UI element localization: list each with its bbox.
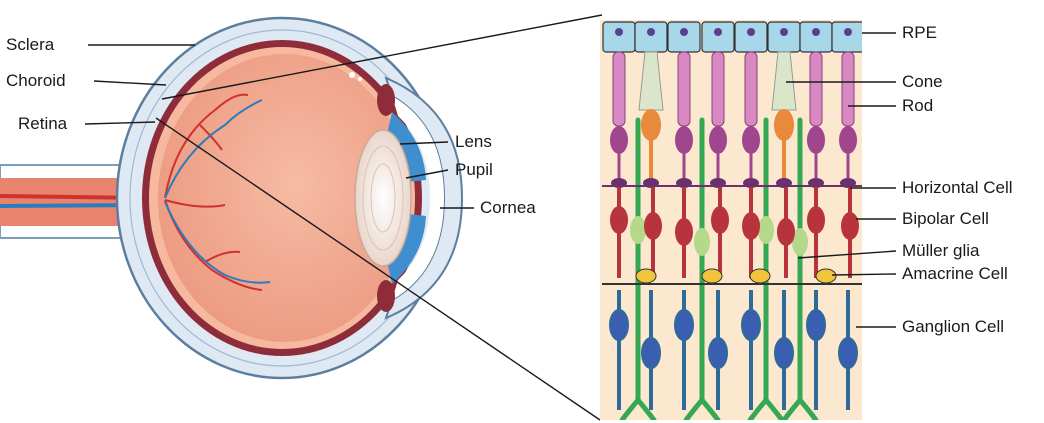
rpe-cell — [635, 22, 667, 52]
rpe-nucleus — [780, 28, 788, 36]
rpe-cell — [800, 22, 832, 52]
bipolar-cell-body — [711, 206, 729, 234]
ganglion-cell-body — [709, 338, 727, 368]
bipolar-cell-body — [777, 218, 795, 246]
ciliary-body-bottom — [377, 280, 395, 312]
label-pupil: Pupil — [455, 160, 493, 179]
amacrine-cell-body — [636, 269, 656, 283]
rpe-nucleus — [747, 28, 755, 36]
ganglion-cell-body — [610, 310, 628, 340]
label-lens: Lens — [455, 132, 492, 151]
rpe-cell — [668, 22, 700, 52]
amacrine-cell-body — [750, 269, 770, 283]
label-choroid: Choroid — [6, 71, 66, 90]
bipolar-cell-body — [841, 212, 859, 240]
label-amacrine-cell: Amacrine Cell — [902, 264, 1008, 283]
bipolar-cell-body — [675, 218, 693, 246]
rpe-cell — [603, 22, 635, 52]
rpe-cell — [702, 22, 734, 52]
retina-detail-panel — [600, 20, 864, 420]
eye-cross-section — [0, 18, 462, 378]
rpe-nucleus — [812, 28, 820, 36]
label-cone: Cone — [902, 72, 943, 91]
rpe-nucleus — [844, 28, 852, 36]
rod-outer-segment — [745, 52, 757, 126]
bipolar-cell-body — [610, 206, 628, 234]
rod-outer-segment — [810, 52, 822, 126]
label-ganglion-cell: Ganglion Cell — [902, 317, 1004, 336]
rpe-cell — [832, 22, 864, 52]
muller-glia-body — [630, 216, 646, 244]
rod-cell-body — [839, 126, 857, 154]
rod-cell-body — [610, 126, 628, 154]
ganglion-cell-body — [742, 310, 760, 340]
cone-cell-body — [774, 109, 794, 141]
muller-glia-body — [758, 216, 774, 244]
label-cornea: Cornea — [480, 198, 536, 217]
muller-glia-body — [694, 228, 710, 256]
cone-cell-body — [641, 109, 661, 141]
rpe-nucleus — [615, 28, 623, 36]
label-rpe: RPE — [902, 23, 937, 42]
rod-cell-body — [807, 126, 825, 154]
rpe-nucleus — [680, 28, 688, 36]
rpe-cell — [768, 22, 800, 52]
amacrine-cell-body — [816, 269, 836, 283]
rod-cell-body — [675, 126, 693, 154]
ganglion-cell-body — [839, 338, 857, 368]
rod-outer-segment — [842, 52, 854, 126]
bipolar-cell-body — [742, 212, 760, 240]
rod-outer-segment — [712, 52, 724, 126]
ganglion-cell-body — [642, 338, 660, 368]
label-rod: Rod — [902, 96, 933, 115]
rpe-cell — [735, 22, 767, 52]
label-retina: Retina — [18, 114, 68, 133]
label-horizontal-cell: Horizontal Cell — [902, 178, 1013, 197]
rpe-nucleus — [714, 28, 722, 36]
ciliary-body-top — [377, 84, 395, 116]
rod-outer-segment — [613, 52, 625, 126]
rod-cell-body — [742, 126, 760, 154]
rod-outer-segment — [678, 52, 690, 126]
rod-cell-body — [709, 126, 727, 154]
ganglion-cell-body — [675, 310, 693, 340]
label-sclera: Sclera — [6, 35, 55, 54]
label-muller-glia: Müller glia — [902, 241, 980, 260]
bipolar-cell-body — [644, 212, 662, 240]
bipolar-cell-body — [807, 206, 825, 234]
ganglion-cell-body — [775, 338, 793, 368]
rpe-nucleus — [647, 28, 655, 36]
amacrine-cell-body — [702, 269, 722, 283]
label-bipolar-cell: Bipolar Cell — [902, 209, 989, 228]
ganglion-cell-body — [807, 310, 825, 340]
